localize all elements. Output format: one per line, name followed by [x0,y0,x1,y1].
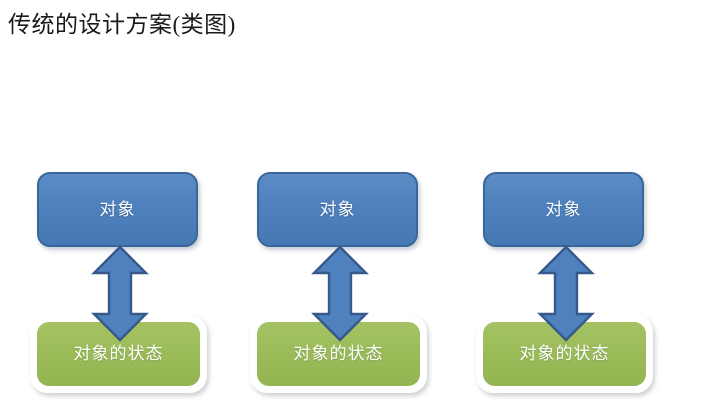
object-box-label: 对象 [99,199,136,219]
state-box-label: 对象的状态 [293,344,384,363]
state-box-frame: 对象的状态 [476,315,653,393]
double-headed-arrow-icon [537,245,595,342]
double-headed-arrow-icon [91,245,149,342]
state-box-label: 对象的状态 [519,344,610,363]
double-headed-arrow-icon [311,245,369,342]
object-box-label: 对象 [319,199,356,219]
diagram-group: 对象 对象的状态 [240,0,440,415]
object-box[interactable]: 对象 [483,172,644,247]
page-title: 传统的设计方案(类图) [8,12,236,37]
diagram-group: 对象 对象的状态 [20,0,220,415]
object-box-label: 对象 [545,199,582,219]
state-box-label: 对象的状态 [73,344,164,363]
object-box[interactable]: 对象 [257,172,418,247]
diagram-group: 对象 对象的状态 [466,0,666,415]
object-box[interactable]: 对象 [37,172,198,247]
